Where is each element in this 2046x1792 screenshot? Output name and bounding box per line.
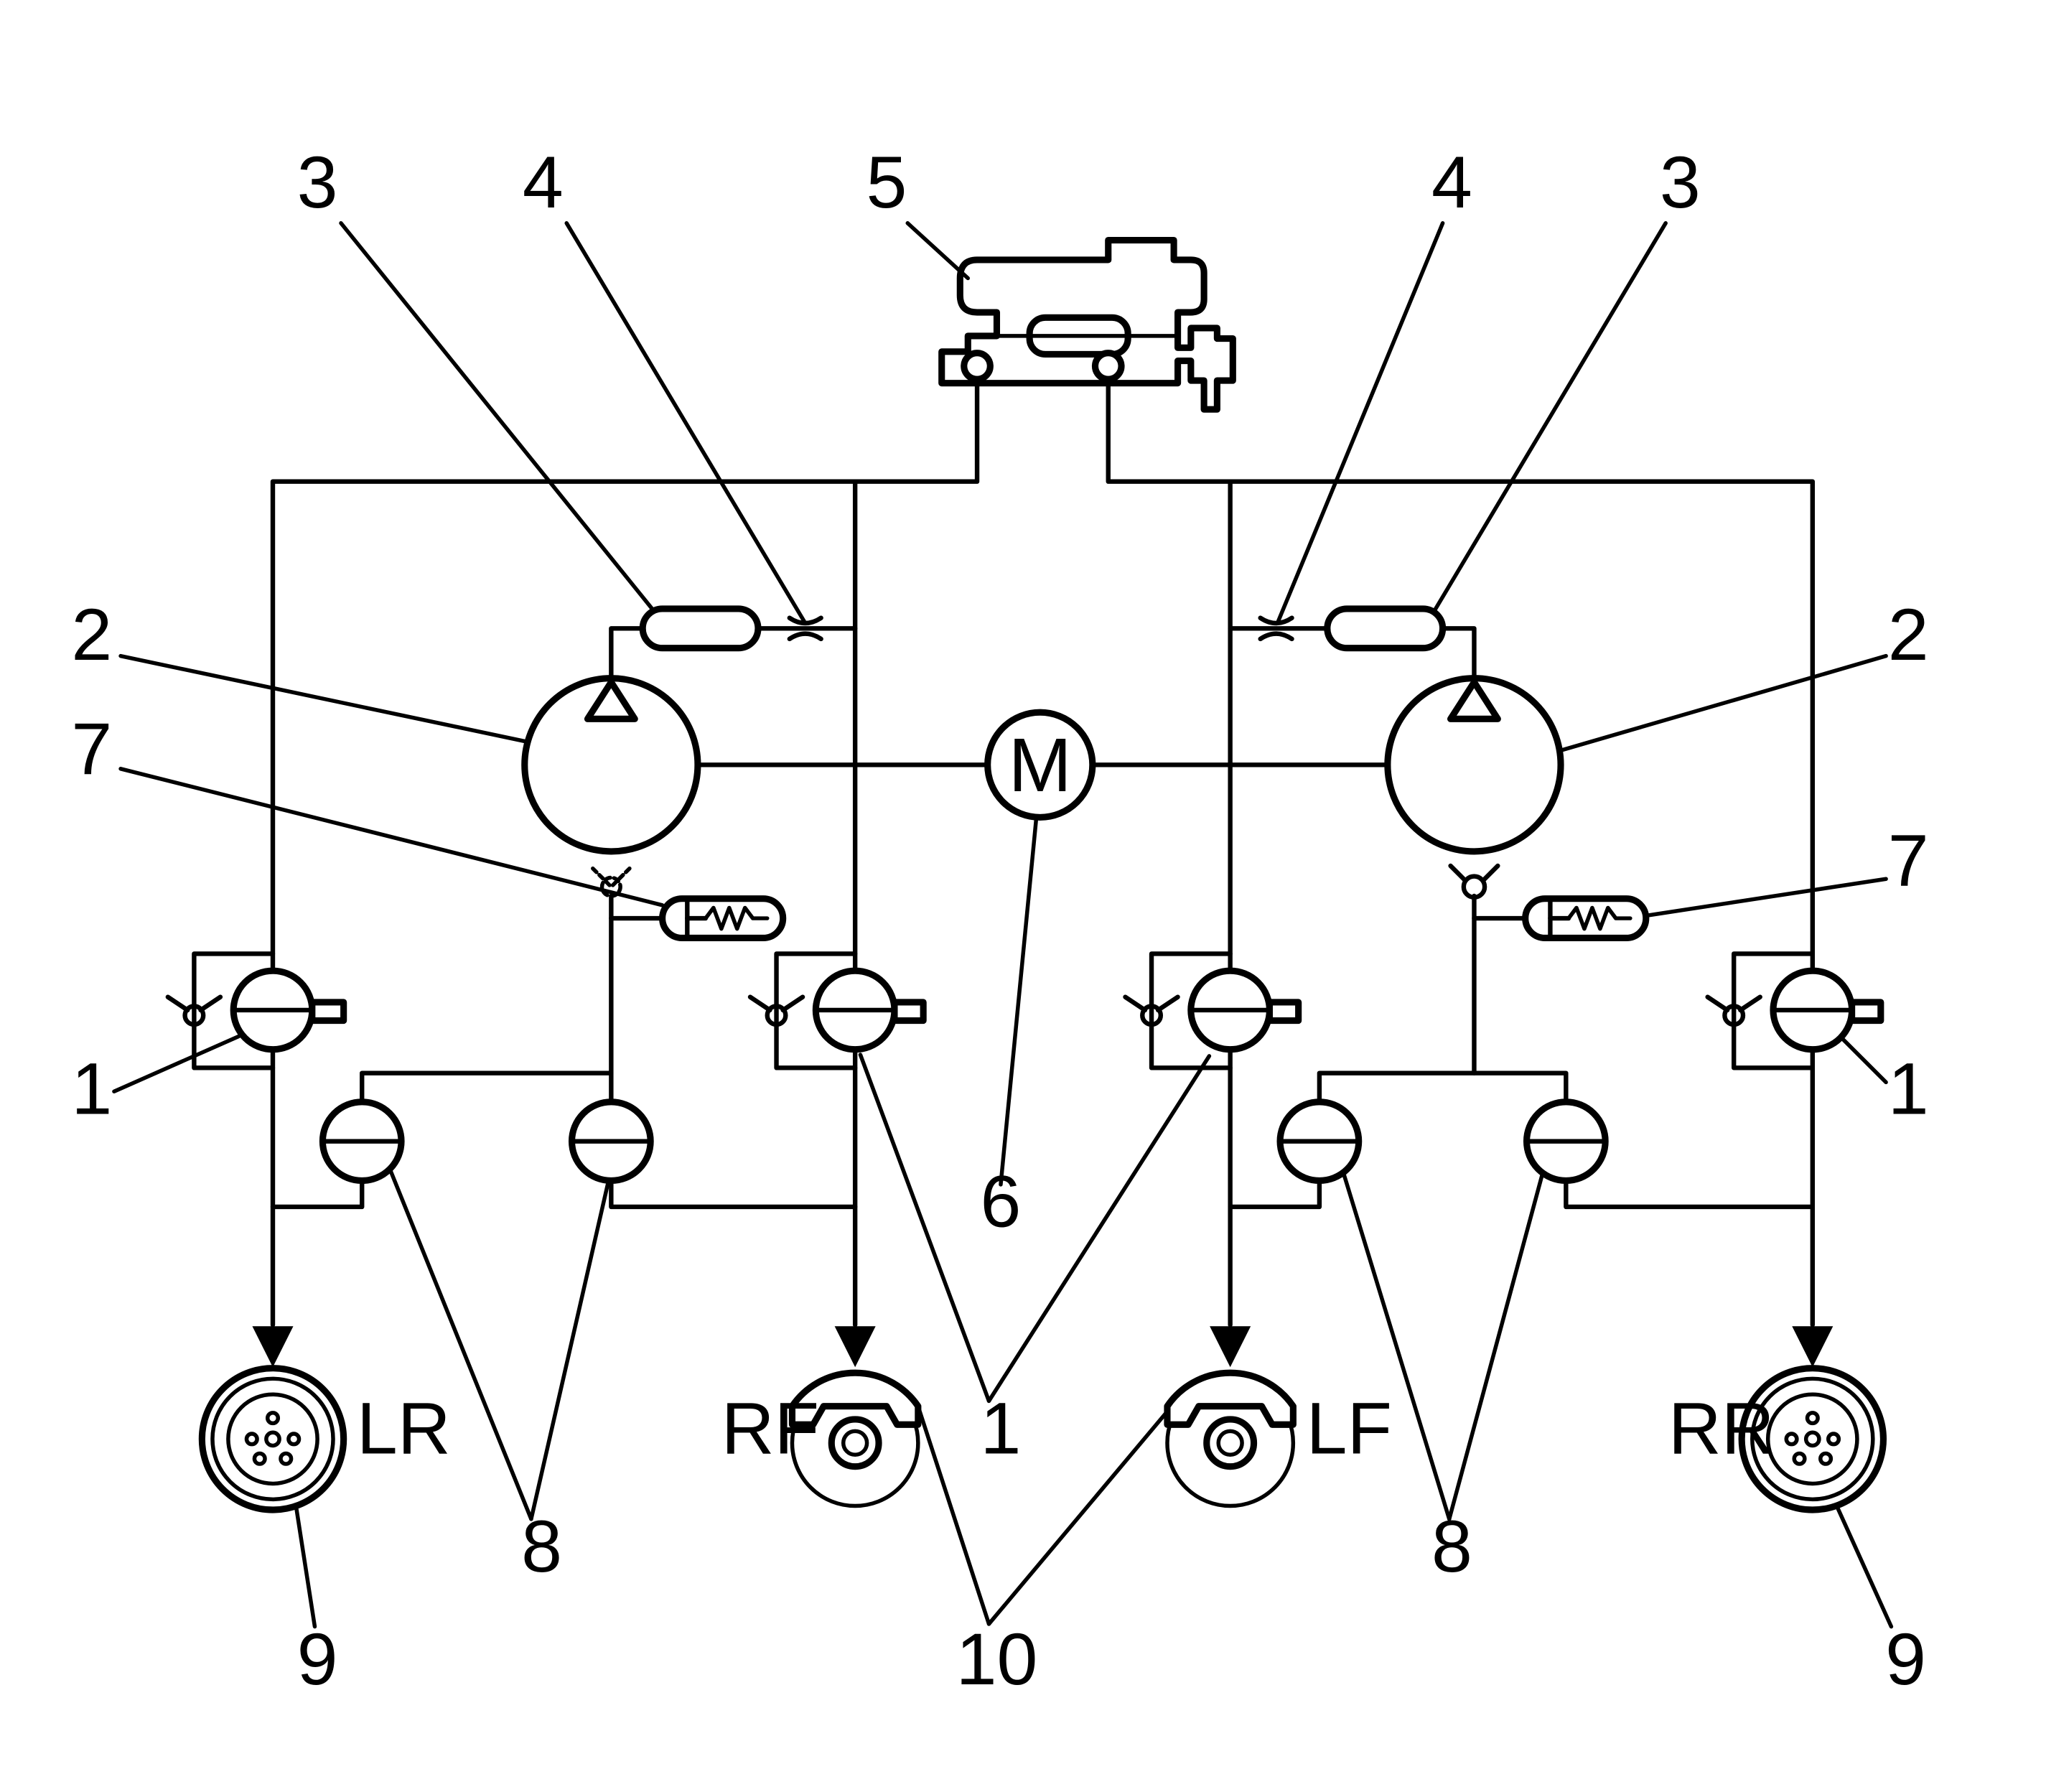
callout-7-left: 7 [71,707,112,790]
callout-1-center: 1 [980,1386,1021,1469]
callout-1-left: 1 [71,1047,112,1129]
callout-8-right: 8 [1431,1505,1472,1587]
pump-right [1384,675,1564,855]
pump-left [521,675,701,855]
wheel-label-rr: RR [1668,1386,1775,1469]
arrow-rf [834,1326,876,1368]
pump-check-valve-left [591,866,632,898]
outlet-valve-3 [1276,1098,1363,1185]
inlet-valve-rf [747,967,927,1053]
wheel-labels: LR RF LF RR [357,1386,1775,1469]
damper-right [1324,605,1447,652]
inlet-valve-lr [165,967,347,1053]
accumulator-right [1522,895,1650,942]
callout-9-right: 9 [1885,1618,1926,1700]
callout-2-right: 2 [1888,593,1929,676]
master-cylinder [938,236,1236,413]
callout-8-left: 8 [521,1505,562,1587]
callout-10: 10 [956,1618,1038,1700]
inlet-valve-rr [1705,967,1884,1053]
callout-3-left: 3 [297,141,338,223]
inlet-valve-lf [1123,967,1302,1053]
callout-5: 5 [866,141,907,223]
disc-brake-rf [788,1369,922,1508]
wheel-label-lr: LR [357,1386,451,1469]
callout-1-right: 1 [1888,1047,1929,1129]
leader-lines [112,221,1894,1629]
arrow-rr [1792,1326,1834,1368]
drum-brake-rr [1738,1365,1887,1513]
motor-label: M [1009,723,1072,808]
callout-3-right: 3 [1660,141,1701,223]
callout-6: 6 [980,1159,1021,1242]
callout-7-right: 7 [1888,818,1929,901]
outlet-valve-1 [319,1098,405,1185]
callout-4-left: 4 [523,141,564,223]
wheel-label-rf: RF [721,1386,819,1469]
callout-2-left: 2 [71,593,112,676]
callout-4-right: 4 [1431,141,1472,223]
pump-motor: M [984,709,1096,821]
callout-9-left: 9 [297,1618,338,1700]
arrow-lr [252,1326,294,1368]
drum-brake-lr [198,1365,347,1513]
damper-left [639,605,762,652]
outlet-valve-4 [1523,1098,1609,1185]
flow-arrows [252,1326,1834,1368]
pump-check-valve-right [1448,863,1500,900]
accumulator-left [659,895,787,942]
wheel-label-lf: LF [1307,1386,1392,1469]
arrow-lf [1210,1326,1251,1368]
callout-labels: 3 4 5 4 3 2 2 7 7 1 1 6 1 8 8 9 10 9 [71,141,1928,1700]
brake-lines [192,376,1816,1327]
disc-brake-lf [1164,1369,1297,1508]
outlet-valve-2 [568,1098,654,1185]
